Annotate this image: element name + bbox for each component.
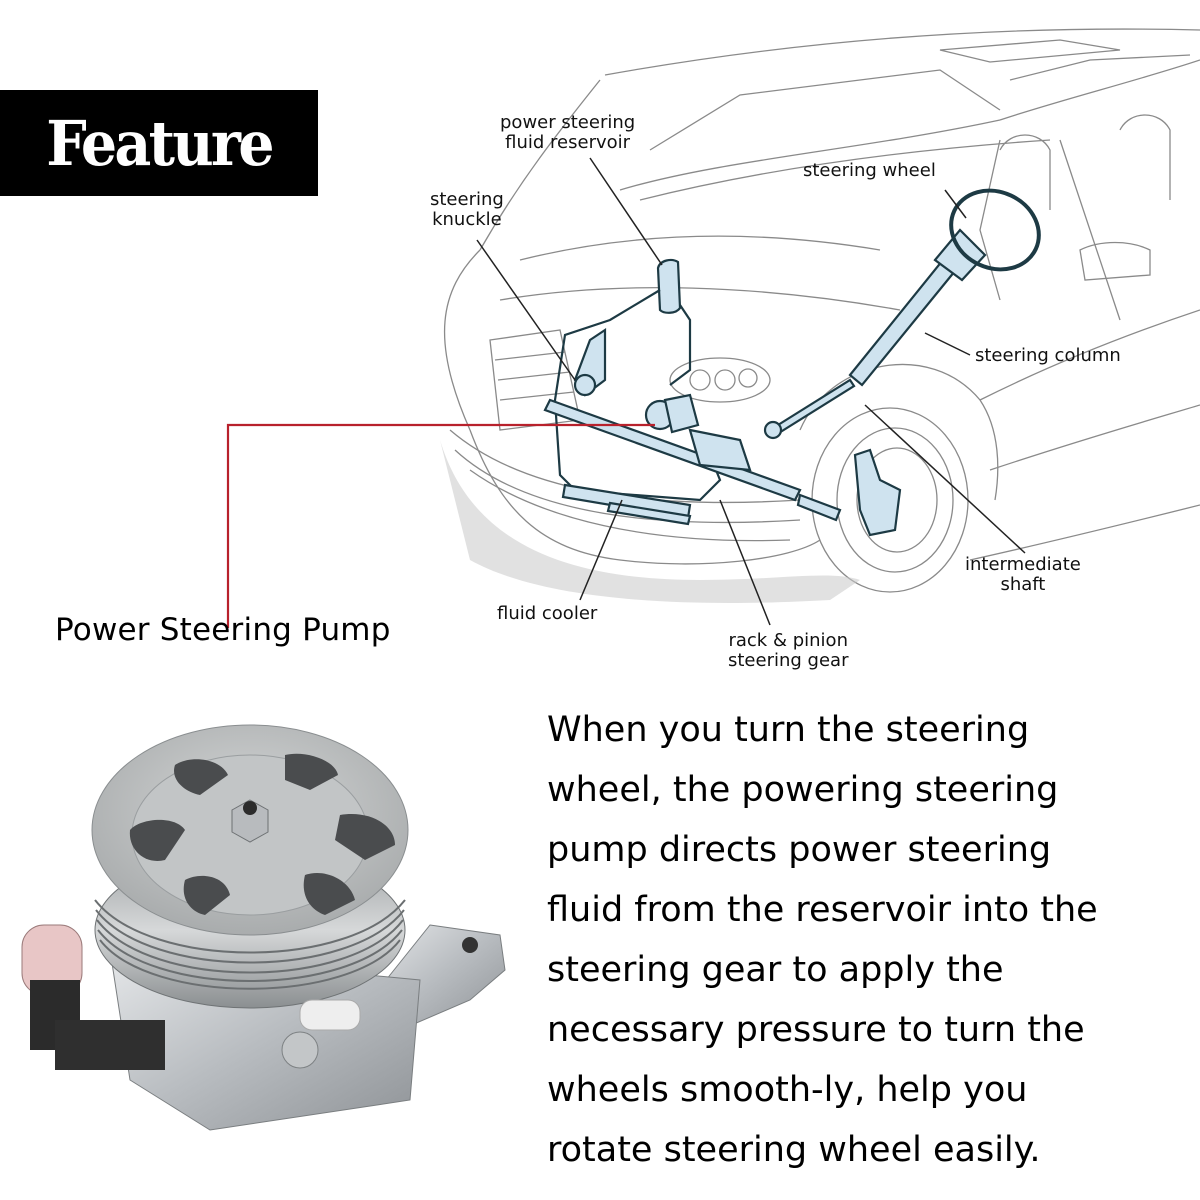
leader-lines [476,157,1026,626]
label-fluid-cooler: fluid cooler [497,603,598,624]
description-line: necessary pressure to turn the [547,1010,1085,1050]
steering-wheel-shape [949,188,1041,272]
car-shadow [440,440,860,604]
label-intermediate-shaft-line2: shaft [1000,574,1046,595]
pump-bolt [281,1031,319,1069]
shaft-center [243,801,257,815]
label-steering-knuckle: steering knuckle [430,190,504,230]
car-body-outline [443,28,1200,593]
label-fluid-reservoir: power steering fluid reservoir [500,113,635,153]
label-rack-pinion: rack & pinion steering gear [728,631,848,671]
label-steering-knuckle-line2: knuckle [432,209,502,230]
pulley-cutouts [129,753,395,915]
label-intermediate-shaft: intermediate shaft [965,555,1081,595]
label-fluid-reservoir-line1: power steering [500,112,636,133]
bracket-hole [462,937,478,953]
description-line: rotate steering wheel easily. [547,1130,1041,1170]
hub-nut [231,799,269,843]
label-rack-pinion-line2: steering gear [728,650,849,671]
label-intermediate-shaft-line1: intermediate [965,554,1081,575]
description-line: wheel, the powering steering [547,770,1059,810]
white-plug [299,999,361,1031]
feature-header-box [0,90,318,196]
pump-callout-line [226,423,655,628]
label-rack-pinion-line1: rack & pinion [728,630,848,651]
description-line: pump directs power steering [547,830,1052,870]
car-steering-diagram [226,28,1200,628]
black-hose-connector [55,1020,165,1070]
power-steering-pump-label: Power Steering Pump [55,612,391,648]
label-steering-wheel: steering wheel [803,160,936,181]
power-steering-pump-image [21,724,506,1131]
description-line: steering gear to apply the [547,950,1004,990]
description-line: fluid from the reservoir into the [547,890,1098,930]
feature-title: Feature [46,106,274,180]
fluid-reservoir-shape [656,258,682,314]
label-steering-column: steering column [975,345,1121,366]
description-text: When you turn the steering wheel, the po… [547,700,1197,1180]
label-fluid-reservoir-line2: fluid reservoir [505,132,631,153]
description-line: When you turn the steering [547,710,1030,750]
description-line: wheels smooth-ly, help you [547,1070,1028,1110]
label-steering-knuckle-line1: steering [430,189,504,210]
